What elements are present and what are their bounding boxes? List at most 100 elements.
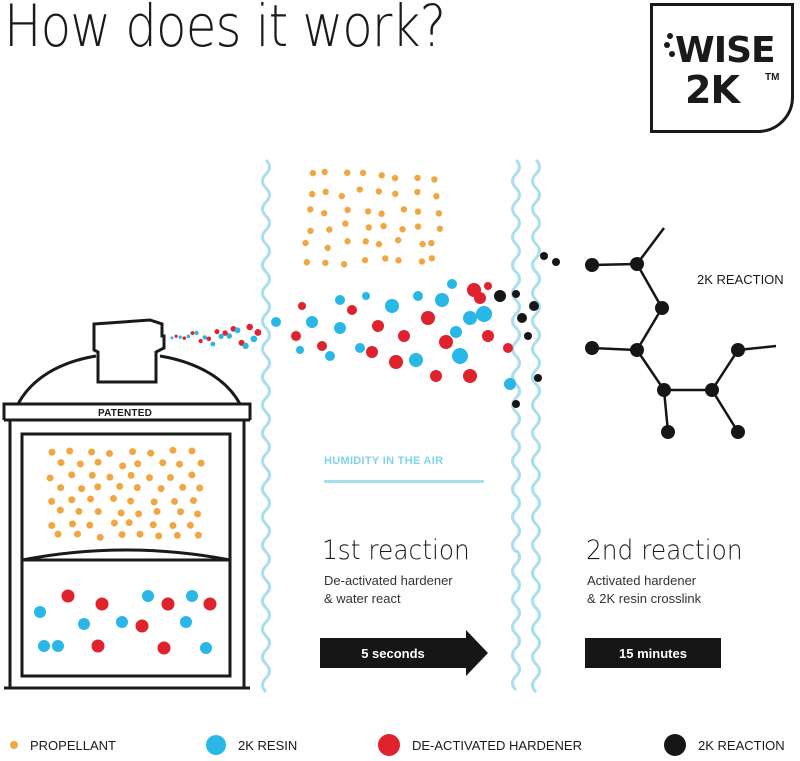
resin-particle <box>226 333 233 339</box>
hardener-particle <box>467 283 481 297</box>
resin-particle <box>306 316 318 328</box>
propellant-particle <box>169 446 177 454</box>
propellant-particle <box>380 222 387 230</box>
resin-particle <box>38 640 50 652</box>
hardener-particle <box>91 639 105 653</box>
propellant-particle <box>129 448 137 456</box>
humidity-rule <box>324 480 484 483</box>
propellant-particle <box>135 510 143 518</box>
humidity-waves <box>261 158 541 694</box>
legend-item-reaction: 2K REACTION <box>664 730 785 760</box>
propellant-particle <box>57 484 65 492</box>
propellant-particle <box>127 471 135 479</box>
propellant-particle <box>127 497 135 505</box>
molecule-bond <box>710 389 740 433</box>
propellant-particle <box>419 240 426 248</box>
resin-particle <box>234 327 241 334</box>
resin-particle <box>194 330 199 336</box>
propellant-particle <box>48 521 56 529</box>
resin-particle <box>325 351 335 361</box>
propellant-particle <box>88 448 96 456</box>
hardener-particle <box>372 320 384 332</box>
hardener-particle <box>222 330 228 336</box>
resin-particle <box>476 306 492 322</box>
propellant-particle <box>133 484 141 492</box>
resin-particle <box>271 317 281 327</box>
spray-can <box>2 318 252 690</box>
propellant-particle <box>149 521 157 529</box>
reaction-particle <box>540 252 548 260</box>
hardener-particle <box>203 597 217 611</box>
propellant-particle <box>75 507 83 515</box>
molecule-node <box>585 258 599 272</box>
propellant-particle <box>56 506 64 514</box>
propellant-particle <box>66 447 74 455</box>
propellant-particle <box>364 208 372 215</box>
propellant-particle <box>378 172 385 179</box>
legend-dot-resin-icon <box>206 735 226 755</box>
propellant-particle <box>110 519 118 527</box>
propellant-particle <box>359 169 367 177</box>
second-reaction-time: 15 minutes <box>585 638 721 668</box>
propellant-particle <box>344 206 351 214</box>
propellant-particle <box>375 241 383 248</box>
propellant-particle <box>145 474 153 482</box>
propellant-particle <box>106 473 114 481</box>
hardener-particle <box>484 282 492 290</box>
propellant-particle <box>356 186 364 193</box>
propellant-particle <box>68 496 76 504</box>
propellant-particle <box>361 256 369 264</box>
propellant-particle <box>76 460 84 468</box>
reaction-particle <box>534 374 542 382</box>
propellant-particle <box>94 508 102 516</box>
molecule-bond <box>591 262 638 267</box>
propellant-particle <box>48 497 56 505</box>
molecule-bond <box>635 307 664 351</box>
reaction-particle <box>512 290 520 298</box>
hardener-particle <box>174 334 178 338</box>
propellant-particle <box>362 238 369 245</box>
propellant-particle <box>395 257 402 264</box>
propellant-particle <box>324 244 331 252</box>
hardener-particle <box>398 330 410 342</box>
propellant-particle <box>342 220 349 227</box>
molecule-node <box>731 343 745 357</box>
hardener-particle <box>421 311 435 325</box>
logo-text-wise: WISE <box>675 30 776 71</box>
logo-trademark: TM <box>765 72 780 83</box>
resin-particle <box>435 293 449 307</box>
reaction-particle <box>529 301 539 311</box>
molecule-node <box>657 383 671 397</box>
resin-particle <box>296 346 304 354</box>
hardener-particle <box>135 619 149 633</box>
molecule-bond <box>635 263 664 309</box>
molecule-bond <box>636 227 665 265</box>
propellant-particle <box>105 450 113 458</box>
legend-label-reaction: 2K REACTION <box>698 737 785 753</box>
propellant-particle <box>73 530 81 538</box>
hardener-particle <box>347 305 357 315</box>
propellant-particle <box>125 519 133 527</box>
molecule-node <box>630 257 644 271</box>
molecule-node <box>705 383 719 397</box>
propellant-particle <box>321 209 328 217</box>
hardener-particle <box>214 329 220 335</box>
reaction-particle <box>552 258 560 266</box>
propellant-particle <box>321 168 328 176</box>
molecule-node <box>661 425 675 439</box>
propellant-particle <box>344 238 351 245</box>
legend-label-hardener: DE-ACTIVATED HARDENER <box>412 737 582 753</box>
legend-label-resin: 2K RESIN <box>238 737 298 753</box>
propellant-particle <box>109 495 117 503</box>
legend-item-propellant: PROPELLANT <box>10 730 116 760</box>
patented-label: PATENTED <box>98 408 153 419</box>
resin-particle <box>334 322 346 334</box>
second-reaction-title: 2nd reaction <box>586 535 743 566</box>
legend: PROPELLANT 2K RESIN DE-ACTIVATED HARDENE… <box>0 730 800 760</box>
reaction-label: 2K REACTION <box>697 272 784 287</box>
resin-particle <box>242 342 249 349</box>
reaction-particle <box>524 332 532 340</box>
propellant-particle <box>436 225 444 232</box>
spray-can-chamber <box>20 432 232 678</box>
